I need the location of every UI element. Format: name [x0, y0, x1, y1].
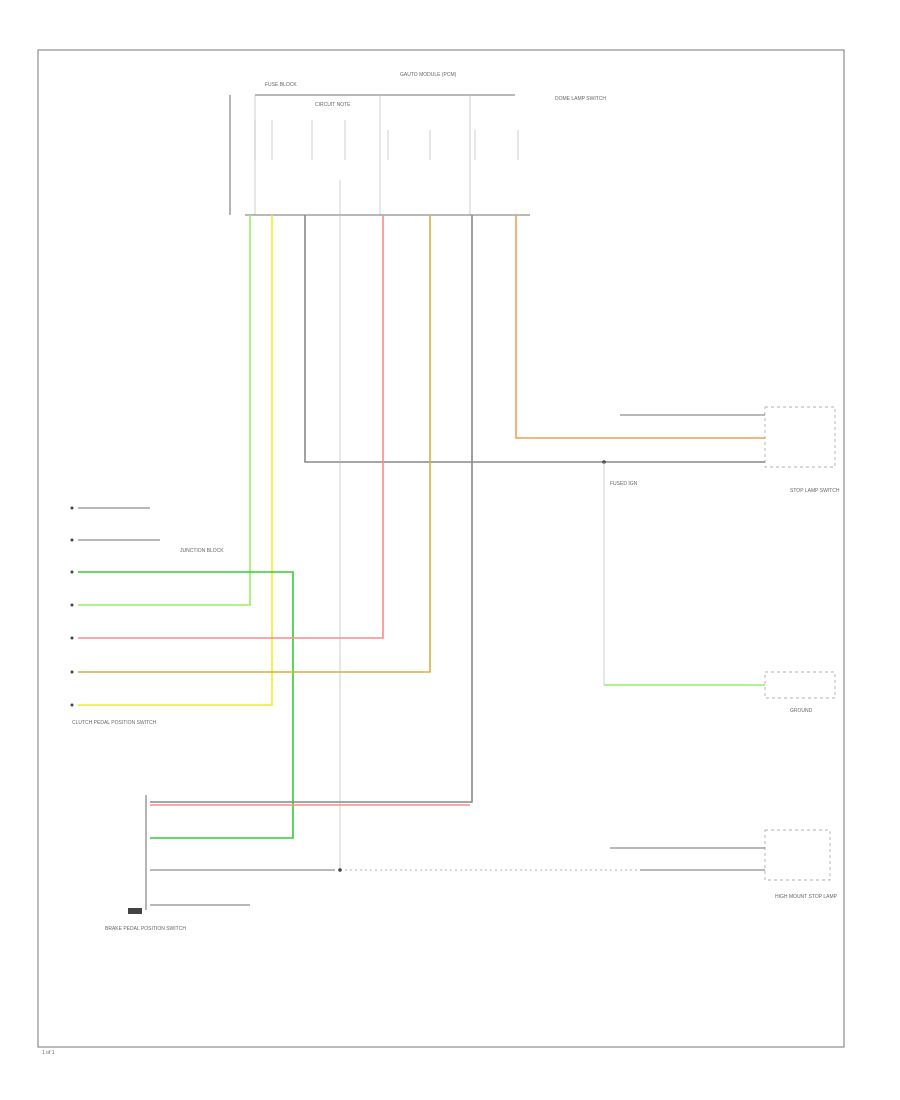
header-pins	[254, 120, 519, 215]
left-stack-label: JUNCTION BLOCK	[180, 548, 224, 554]
left-connector: JUNCTION BLOCK CLUTCH PEDAL POSITION SWI…	[70, 506, 224, 726]
bottom-module-label: BRAKE PEDAL POSITION SWITCH	[105, 926, 186, 932]
wire-grey	[304, 215, 765, 463]
wire-dark-grey	[150, 215, 473, 803]
wire-tan	[78, 215, 431, 673]
connector-note-label: FUSED IGN	[610, 481, 638, 487]
right-connector-mid: GROUND	[764, 671, 836, 714]
wire-bundle	[78, 215, 765, 870]
circuit-note-label: CIRCUIT NOTE	[315, 102, 351, 108]
wire-pink	[78, 215, 384, 639]
wire-green	[78, 571, 294, 839]
diagram-border	[37, 49, 845, 1048]
top-module-label: GAUTO MODULE (PCM)	[400, 72, 457, 78]
left-connector-label: CLUTCH PEDAL POSITION SWITCH	[72, 720, 157, 726]
right-connector: STOP LAMP SWITCH FUSED IGN	[602, 406, 840, 685]
fuse-block-label: FUSE BLOCK	[265, 82, 297, 88]
wire-yellow	[78, 215, 273, 706]
bottom-module: BRAKE PEDAL POSITION SWITCH	[105, 795, 640, 932]
ground-note-label: GROUND	[790, 708, 813, 714]
wire-light-green	[78, 215, 251, 606]
wire-orange	[515, 215, 765, 439]
right-note-label: DOME LAMP SWITCH	[555, 96, 606, 102]
top-module: GAUTO MODULE (PCM) FUSE BLOCK CIRCUIT NO…	[229, 72, 606, 216]
right-bottom-connector: HIGH MOUNT STOP LAMP	[610, 829, 838, 900]
stop-lamp-switch-label: STOP LAMP SWITCH	[790, 488, 840, 494]
footer-label: 1 of 1	[42, 1050, 55, 1056]
right-bottom-label: HIGH MOUNT STOP LAMP	[775, 894, 838, 900]
